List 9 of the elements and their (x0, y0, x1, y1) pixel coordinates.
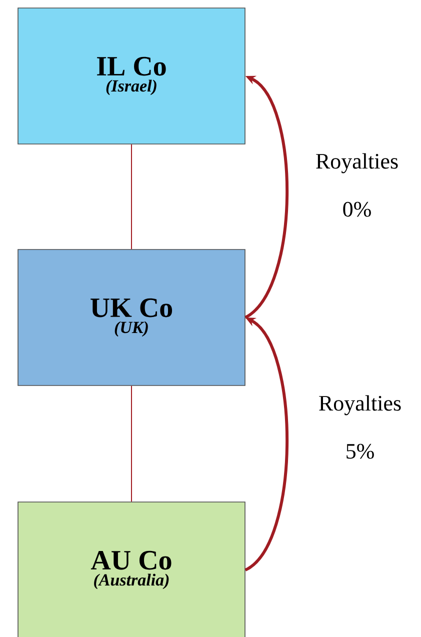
company-box: AU Co (Australia) (18, 502, 246, 637)
curved-arrow (244, 318, 289, 572)
edge-label: Royalties 5% (319, 395, 401, 459)
edge-label: Royalties 0% (316, 153, 398, 217)
company-box: IL Co (Israel) (18, 8, 246, 144)
company-box: UK Co (UK) (18, 249, 246, 386)
connector-line (131, 144, 132, 250)
connector-line (131, 385, 132, 502)
curved-arrow (244, 76, 289, 319)
